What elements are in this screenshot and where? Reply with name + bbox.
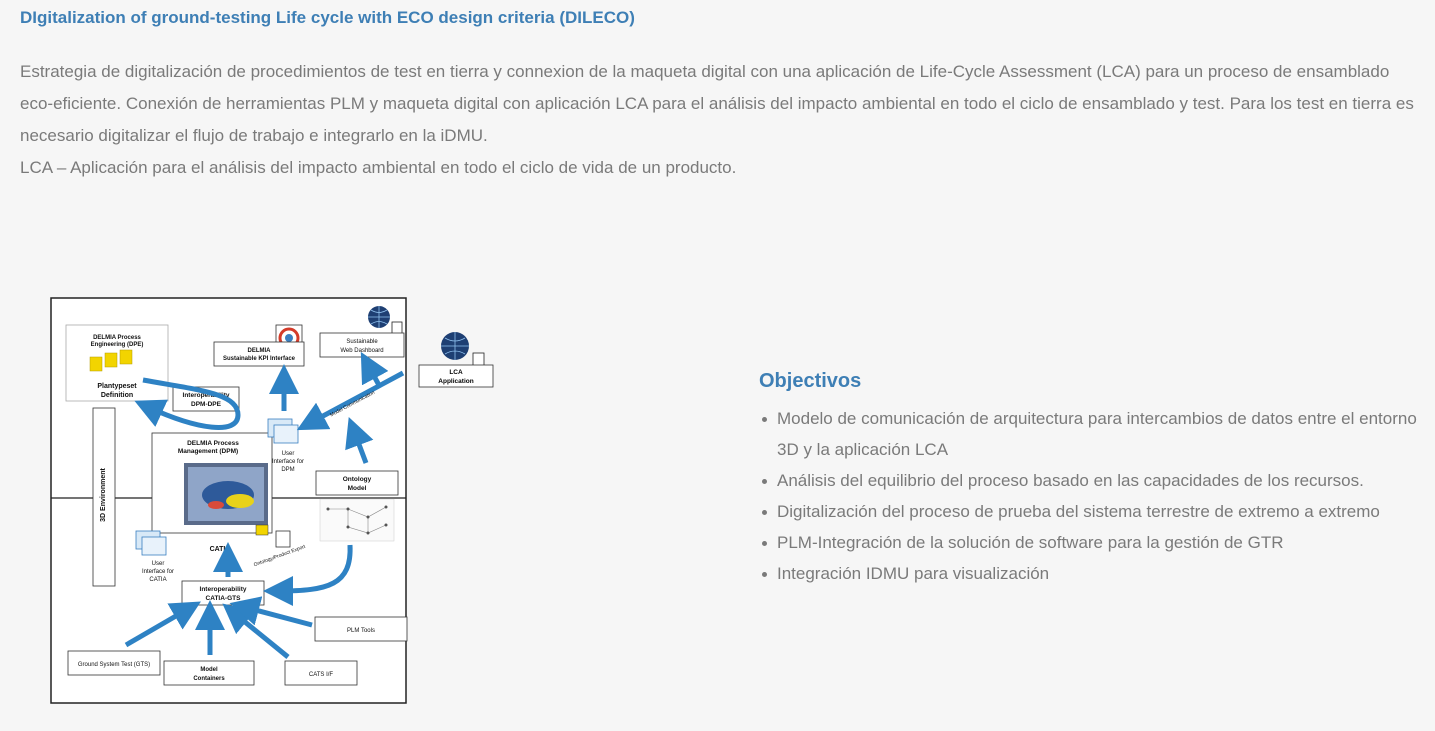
- arrow-model-comm: [296, 370, 405, 431]
- architecture-diagram-svg: DELMIA Process Engineering (DPE) Plantyp…: [50, 297, 408, 704]
- objectives-section: Objectivos Modelo de comunicación de arq…: [759, 370, 1419, 589]
- dpm-screenshot: [184, 463, 268, 525]
- ui-catia-icon: [135, 530, 167, 556]
- lca-application-svg: LCA Application: [418, 332, 494, 388]
- dpm-label: Management (DPM): [178, 448, 238, 455]
- list-item: Análisis del equilibrio del proceso basa…: [759, 465, 1419, 496]
- list-item: Modelo de comunicación de arquitectura p…: [759, 403, 1419, 465]
- plm-tools-label: PLM Tools: [347, 628, 375, 634]
- plm-tools-box: [314, 616, 408, 642]
- lca-application: LCA Application: [417, 325, 497, 389]
- gts-box: [67, 650, 161, 676]
- ontology-box: [315, 470, 399, 496]
- interop-dpm-label: DPM-DPE: [191, 401, 222, 408]
- lca-box: [418, 364, 494, 388]
- cats-label: CATS I/F: [309, 672, 334, 678]
- catia-label: CATIA: [210, 546, 231, 553]
- ui-catia-label: User: [152, 561, 165, 567]
- objectives-list: Modelo de comunicación de arquitectura p…: [759, 403, 1419, 589]
- ontology-graph: [319, 498, 395, 542]
- dpe-label: Definition: [101, 392, 133, 399]
- ui-dpm-label: Interface for: [272, 459, 304, 465]
- interop-dpm-label: Interoperability: [183, 392, 230, 399]
- ontology-label: Model: [348, 485, 367, 492]
- dpe-cubes-icon: [89, 349, 133, 372]
- ui-dpm-label: DPM: [281, 467, 294, 473]
- page-title: DIgitalization of ground-testing Life cy…: [20, 8, 635, 27]
- arrow-ui-to-web: [360, 351, 389, 389]
- ontology-label: Ontology: [343, 476, 372, 483]
- lca-label: Application: [438, 378, 473, 385]
- gts-label: Ground System Test (GTS): [78, 662, 150, 668]
- ui-catia-label: Interface for: [142, 569, 174, 575]
- dpe-title: Engineering (DPE): [91, 342, 144, 348]
- objectives-title: Objectivos: [759, 370, 862, 392]
- model-containers-label: Containers: [193, 676, 225, 682]
- dpe-title: DELMIA Process: [93, 335, 141, 341]
- ui-catia-label: CATIA: [149, 577, 166, 583]
- env-3d-box: [92, 407, 116, 587]
- architecture-diagram: DELMIA Process Engineering (DPE) Plantyp…: [48, 295, 413, 707]
- kpi-label: Sustainable KPI Interface: [223, 356, 296, 362]
- interop-catia-label: Interoperability: [200, 586, 247, 593]
- intro-text: Estrategia de digitalización de procedim…: [20, 56, 1420, 184]
- kpi-label: DELMIA: [248, 348, 272, 354]
- list-item: PLM-Integración de la solución de softwa…: [759, 527, 1419, 558]
- model-containers-box: [163, 660, 255, 686]
- model-containers-label: Model: [200, 667, 218, 673]
- intro-paragraph: Estrategia de digitalización de procedim…: [20, 62, 1414, 145]
- ui-dpm-label: User: [282, 451, 295, 457]
- intro-paragraph: LCA – Aplicación para el análisis del im…: [20, 158, 737, 177]
- arrow-plm: [229, 596, 313, 628]
- interop-catia-label: CATIA-GTS: [206, 595, 242, 602]
- kpi-box: [213, 341, 305, 367]
- list-item: Integración IDMU para visualización: [759, 558, 1419, 589]
- env-3d-label: 3D Environment: [100, 467, 107, 521]
- arrow-gts: [124, 601, 201, 648]
- globe-icon: [368, 306, 403, 337]
- flow-arrows: [124, 351, 405, 659]
- arrow-dpe-dpm: [134, 377, 241, 430]
- arrow-ontology-to-catia: [263, 544, 353, 606]
- export-icon: [255, 524, 291, 548]
- web-dashboard-label: Sustainable: [346, 339, 378, 345]
- dpm-label: DELMIA Process: [187, 440, 239, 447]
- list-item: Digitalización del proceso de prueba del…: [759, 496, 1419, 527]
- cats-box: [284, 660, 358, 686]
- dpe-label: Plantypeset: [97, 383, 137, 390]
- web-dashboard-label: Web Dashboard: [340, 348, 383, 354]
- ui-dpm-icon: [267, 418, 299, 444]
- lca-label: LCA: [449, 369, 463, 376]
- arrow-ontology-up: [345, 416, 374, 464]
